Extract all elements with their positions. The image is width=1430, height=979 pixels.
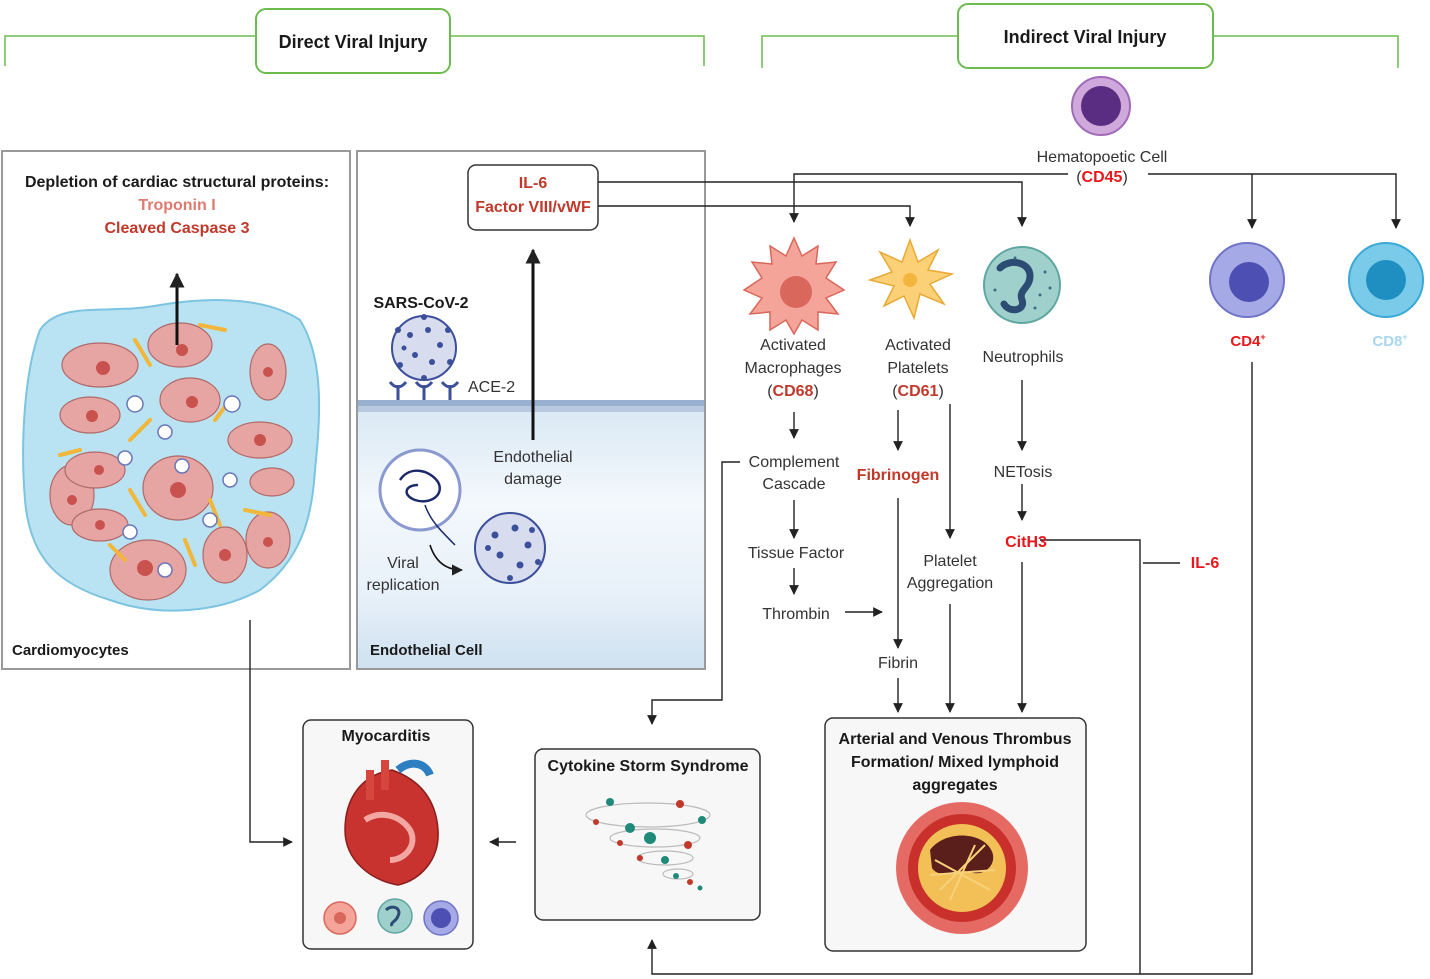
cd4-label: CD4+	[1230, 332, 1265, 350]
viral-replication-line2: replication	[367, 577, 440, 594]
cardiomyocytes-label: Cardiomyocytes	[12, 642, 129, 659]
caspase-label: Cleaved Caspase 3	[105, 220, 250, 237]
macrophage-icon	[742, 236, 846, 336]
cytokine-tornado-icon	[585, 798, 711, 891]
fibrinogen-label: Fibrinogen	[857, 467, 940, 484]
myocarditis-macrophage-icon	[323, 901, 357, 935]
vessel-thrombus-icon	[896, 802, 1028, 934]
sars-cov-2-virion	[391, 314, 457, 381]
endothelial-panel: IL-6 Factor VIII/vWF SARS-CoV-2 ACE-2	[356, 150, 706, 670]
cardiomyocyte-panel: Depletion of cardiac structural proteins…	[1, 150, 351, 670]
side-il6-label: IL-6	[1191, 555, 1220, 572]
pathway-arrows	[249, 362, 1253, 975]
cd61-marker: (CD61)	[892, 383, 944, 400]
endothelial-damage-line1: Endothelial	[493, 449, 572, 466]
cith3-label: CitH3	[1005, 534, 1047, 551]
endo-il6-label: IL-6	[519, 175, 548, 192]
thrombus-box: Arterial and Venous Thrombus Formation/ …	[824, 717, 1087, 952]
cd8-label: CD8+	[1372, 332, 1407, 350]
platelet-aggregation-line2: Aggregation	[907, 575, 993, 592]
heart-icon	[344, 759, 439, 886]
cd45-marker: (CD45)	[1076, 169, 1128, 186]
complement-line1: Complement	[749, 454, 840, 471]
thrombus-line2: Formation/ Mixed lymphoid	[851, 754, 1059, 771]
distribution-lines	[598, 173, 1401, 229]
neutrophil-icon	[983, 246, 1061, 324]
platelet-label-line2: Platelets	[887, 360, 948, 377]
endothelial-damage-line2: damage	[504, 471, 562, 488]
myocarditis-label: Myocarditis	[342, 728, 431, 745]
platelet-label-line1: Activated	[885, 337, 951, 354]
cytokine-storm-box: Cytokine Storm Syndrome	[534, 748, 761, 921]
depletion-title: Depletion of cardiac structural proteins…	[25, 174, 329, 191]
myocarditis-neutrophil-icon	[377, 898, 413, 934]
myocarditis-box: Myocarditis	[302, 719, 474, 950]
neutrophils-label: Neutrophils	[983, 349, 1064, 366]
endothelial-cell-label: Endothelial Cell	[370, 642, 483, 659]
myocarditis-lymphocyte-icon	[423, 900, 459, 936]
cd4-cell-icon	[1209, 242, 1285, 318]
hematopoietic-cell-icon	[1071, 76, 1131, 136]
indirect-viral-injury-label: Indirect Viral Injury	[1004, 27, 1167, 47]
troponin-label: Troponin I	[138, 197, 215, 214]
platelet-aggregation-line1: Platelet	[923, 553, 977, 570]
cd68-marker: (CD68)	[767, 383, 819, 400]
fibrin-label: Fibrin	[878, 655, 918, 672]
tissue-factor-label: Tissue Factor	[748, 545, 845, 562]
thrombin-label: Thrombin	[762, 606, 830, 623]
cytokine-storm-label: Cytokine Storm Syndrome	[548, 758, 749, 775]
ace2-label: ACE-2	[468, 379, 515, 396]
netosis-label: NETosis	[994, 464, 1053, 481]
direct-viral-injury-label: Direct Viral Injury	[279, 32, 428, 52]
infected-virion	[378, 448, 462, 546]
hematopoietic-label: Hematopoetic Cell	[1037, 149, 1168, 166]
macrophage-label-line1: Activated	[760, 337, 826, 354]
ace2-receptors	[388, 381, 460, 400]
complement-line2: Cascade	[762, 476, 825, 493]
new-virion	[474, 512, 546, 584]
indirect-bracket: Indirect Viral Injury	[761, 3, 1399, 69]
macrophage-label-line2: Macrophages	[745, 360, 842, 377]
factor-viii-label: Factor VIII/vWF	[475, 199, 591, 216]
sars-cov-2-label: SARS-CoV-2	[373, 295, 468, 312]
viral-replication-line1: Viral	[387, 555, 419, 572]
thrombus-line1: Arterial and Venous Thrombus	[839, 731, 1072, 748]
cd8-cell-icon	[1348, 242, 1424, 318]
platelet-icon	[867, 237, 955, 321]
direct-bracket: Direct Viral Injury	[4, 8, 705, 74]
cardiac-tissue-illustration	[22, 299, 321, 612]
thrombus-line3: aggregates	[912, 777, 997, 794]
